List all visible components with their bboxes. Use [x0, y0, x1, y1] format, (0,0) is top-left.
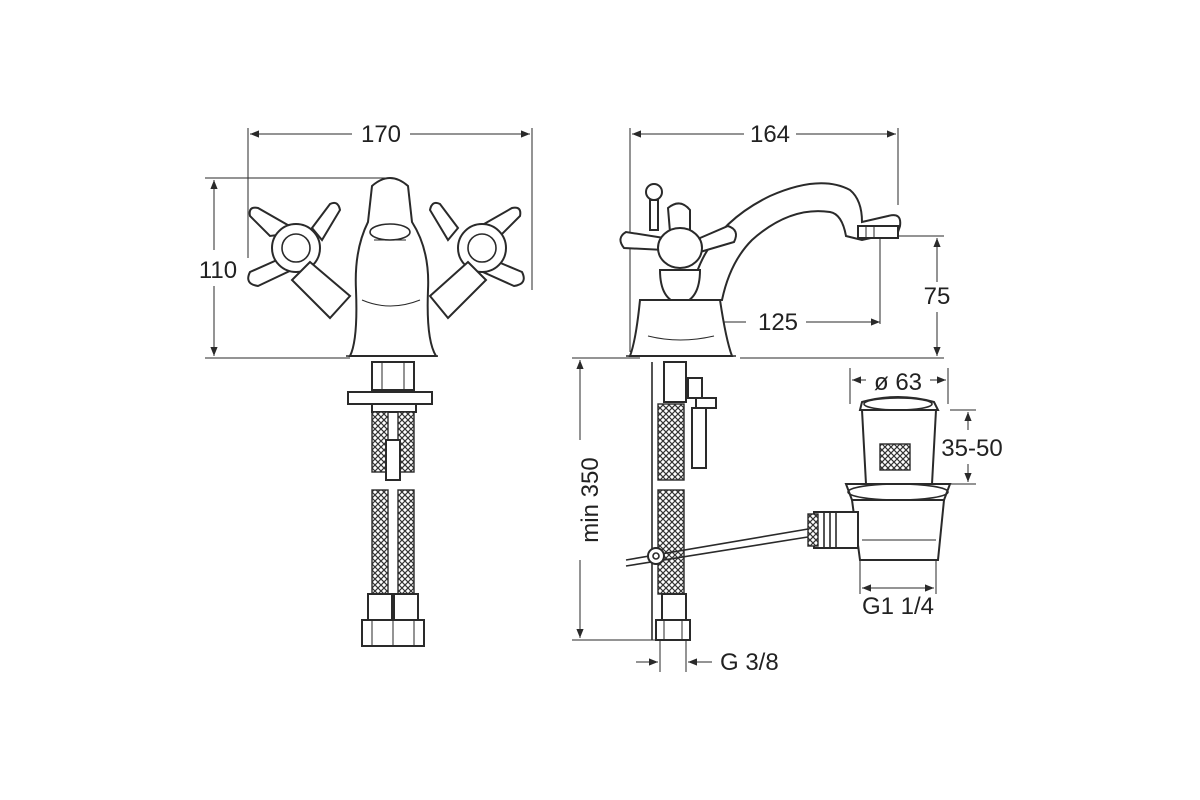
side-view: 164 125 75 min 350 G 3/8 [572, 121, 950, 676]
label-waste-thread: G1 1/4 [862, 593, 934, 620]
front-hoses [361, 411, 425, 647]
dimension-waste-thread: G1 1/4 [862, 584, 934, 620]
dimension-inlet-thread: G 3/8 [636, 640, 779, 676]
right-handle [428, 201, 525, 320]
pop-up-rod-knob [645, 183, 663, 231]
label-min-hose-length: min 350 [577, 457, 604, 542]
dimension-waste-depth: 35-50 [941, 412, 1003, 482]
pop-up-waste: ø 63 35-50 G1 1/4 [807, 368, 1003, 620]
front-body [346, 177, 438, 357]
side-mounting [651, 361, 717, 641]
label-front-width: 170 [361, 121, 401, 148]
front-mounting [347, 361, 433, 413]
side-spout [688, 182, 902, 301]
side-handle [619, 202, 737, 306]
dimension-front-height: 110 [199, 180, 237, 356]
label-spout-height: 75 [924, 283, 951, 310]
label-inlet-thread: G 3/8 [720, 649, 779, 676]
label-waste-diameter: ø 63 [874, 369, 922, 396]
label-spout-reach: 125 [758, 309, 798, 336]
dimension-min-hose-length: min 350 [576, 360, 604, 638]
left-handle [247, 201, 352, 320]
dimension-waste-diameter: ø 63 [852, 369, 946, 396]
pull-rod [625, 527, 815, 567]
front-view: 170 110 [199, 121, 533, 647]
label-side-width: 164 [750, 121, 790, 148]
side-body [626, 299, 736, 357]
label-front-height: 110 [199, 257, 237, 284]
dimension-side-width: 164 [632, 121, 896, 148]
label-waste-depth: 35-50 [941, 435, 1002, 462]
dimension-front-width: 170 [250, 121, 530, 148]
dimension-spout-height: 75 [924, 238, 951, 356]
